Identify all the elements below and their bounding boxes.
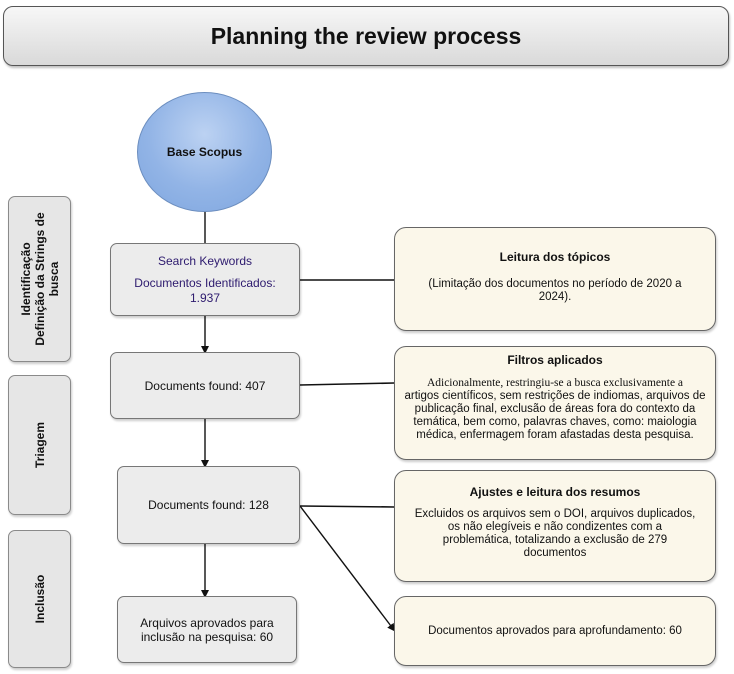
note-leitura-line: (Limitação dos documentos no período de …: [428, 278, 682, 290]
arrow-128-to-aprofundamento: [299, 505, 396, 632]
note-ajustes-title: Ajustes e leitura dos resumos: [469, 485, 641, 499]
note-filtros-line: publicação final, exclusão de áreas fora…: [414, 403, 696, 415]
diagram-title: Planning the review process: [210, 22, 522, 49]
note-filtros-line: artigos científicos, sem restrições de i…: [404, 390, 706, 402]
stage-label-line: Definição da Strings de: [32, 212, 47, 346]
note-leitura-line: 2024).: [538, 291, 572, 303]
source-label: Base Scopus: [166, 145, 243, 159]
note-filtros-line: temática, bem como, palavras chaves, com…: [413, 416, 697, 428]
note-ajustes-line: Excluidos os arquivos sem o DOI, arquivo…: [414, 508, 696, 520]
identified-label: Documentos Identificados:: [134, 275, 276, 290]
stage-label-line: busca: [46, 261, 61, 297]
note-leitura-topicos: Leitura dos tópicos (Limitação dos docum…: [394, 227, 716, 331]
note-ajustes-line: os não elegíveis e não condizentes com a: [447, 521, 663, 533]
stage-inclusao-label: Inclusão: [33, 575, 47, 624]
step-documents-found-128: Documents found: 128: [117, 466, 300, 544]
stage-inclusao: Inclusão: [8, 530, 71, 668]
note-aprofundamento: Documentos aprovados para aprofundamento…: [394, 596, 716, 666]
stage-label-line: Triagem: [32, 421, 47, 469]
note-leitura-title: Leitura dos tópicos: [499, 250, 611, 264]
note-ajustes-line: problemática, totalizando a exclusão de …: [442, 534, 668, 546]
note-filtros-line: Adicionalmente, restringiu-se a busca ex…: [426, 377, 684, 389]
step-approved-inclusion: Arquivos aprovados para inclusão na pesq…: [117, 596, 297, 663]
note-ajustes-line: documentos: [523, 547, 587, 559]
note-filtros-line: médica, enfermagem foram afastadas desta…: [416, 429, 694, 441]
documents-found-128-text: Documents found: 128: [148, 498, 269, 512]
stage-label-line: Inclusão: [32, 574, 47, 624]
note-aprofundamento-text: Documentos aprovados para aprofundamento…: [428, 624, 682, 637]
stage-triagem-label: Triagem: [33, 422, 47, 468]
link-407-to-filtros: [299, 382, 395, 386]
stage-label-line: Identificação: [18, 242, 33, 316]
identified-count: 1.937: [189, 290, 221, 305]
step-search-keywords: Search Keywords Documentos Identificados…: [110, 243, 300, 316]
note-filtros-title: Filtros aplicados: [507, 353, 603, 367]
stage-triagem: Triagem: [8, 375, 71, 515]
source-node-circle: Base Scopus: [137, 92, 272, 212]
note-ajustes-resumos: Ajustes e leitura dos resumos Excluidos …: [394, 470, 716, 582]
note-filtros-aplicados: Filtros aplicados Adicionalmente, restri…: [394, 346, 716, 460]
link-128-to-ajustes: [299, 505, 395, 508]
stage-identificacao: Identificação Definição da Strings de bu…: [8, 196, 71, 362]
approved-line: Arquivos aprovados para: [140, 615, 274, 630]
stage-identificacao-label: Identificação Definição da Strings de bu…: [19, 212, 61, 345]
documents-found-407-text: Documents found: 407: [144, 378, 266, 393]
search-keywords-title: Search Keywords: [157, 253, 253, 268]
title-banner: Planning the review process: [3, 6, 729, 66]
approved-line: inclusão na pesquisa: 60: [140, 629, 274, 644]
step-documents-found-407: Documents found: 407: [110, 352, 300, 419]
